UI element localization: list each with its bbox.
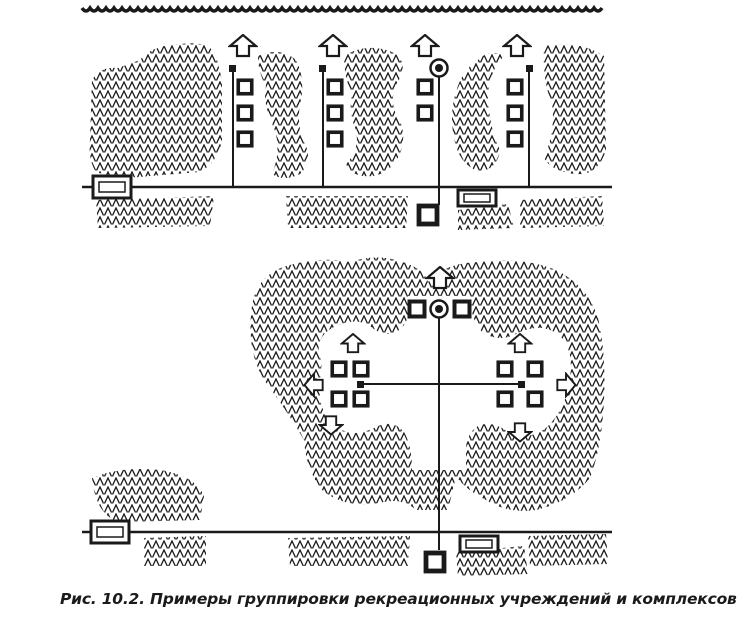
- diagram-figure: [80, 4, 612, 576]
- building-icon: [236, 104, 254, 122]
- forest-mass-2: [258, 51, 308, 179]
- forest-mass-right: [543, 44, 606, 175]
- figure-caption: Рис. 10.2. Примеры группировки рекреацио…: [60, 590, 737, 608]
- building-icon: [452, 299, 472, 319]
- forest-strip-3: [458, 204, 514, 230]
- forest-mass-left: [89, 43, 222, 178]
- building-icon: [496, 390, 514, 408]
- outward-arrow: [318, 34, 348, 58]
- forest-strip-4: [520, 196, 604, 228]
- forest-mass-3: [344, 47, 404, 177]
- building-icon: [496, 360, 514, 378]
- building-cluster-right: [496, 333, 577, 443]
- building-column-2: [318, 34, 348, 187]
- building-icon: [236, 78, 254, 96]
- bottom-panel: [82, 257, 612, 576]
- building-icon: [506, 104, 524, 122]
- forest-clearing-area: [250, 257, 605, 511]
- building-icon: [352, 390, 370, 408]
- building-column-3: [410, 34, 449, 224]
- building-icon: [326, 78, 344, 96]
- building-icon: [330, 360, 348, 378]
- building-icon: [506, 78, 524, 96]
- building-icon: [352, 360, 370, 378]
- building-icon: [407, 299, 427, 319]
- outward-arrow: [228, 34, 258, 58]
- building-column-4: [502, 34, 533, 187]
- building-icon: [506, 130, 524, 148]
- building-icon: [526, 390, 544, 408]
- forest-strip-6: [144, 536, 206, 566]
- forest-strip-1: [96, 196, 214, 228]
- outward-arrow: [410, 34, 440, 58]
- building-icon: [526, 360, 544, 378]
- building-icon-detached: [426, 553, 444, 571]
- water-shoreline: [80, 4, 604, 13]
- building-icon: [326, 104, 344, 122]
- outward-arrow: [502, 34, 532, 58]
- forest-strip-5: [92, 469, 204, 522]
- forest-strip-2: [286, 196, 408, 228]
- building-icon-detached: [419, 206, 437, 224]
- building-icon: [326, 130, 344, 148]
- building-cluster-left: [303, 333, 370, 436]
- forest-strip-9: [528, 534, 608, 566]
- forest-mass-4: [452, 52, 504, 172]
- building-icon: [236, 130, 254, 148]
- building-icon: [416, 104, 434, 122]
- outward-arrow: [507, 333, 533, 354]
- outward-arrow: [340, 333, 366, 354]
- top-panel: [80, 4, 612, 230]
- building-icon: [416, 78, 434, 96]
- forest-strip-7: [288, 536, 410, 566]
- building-column-1: [228, 34, 258, 187]
- building-icon: [330, 390, 348, 408]
- central-group: [360, 266, 524, 571]
